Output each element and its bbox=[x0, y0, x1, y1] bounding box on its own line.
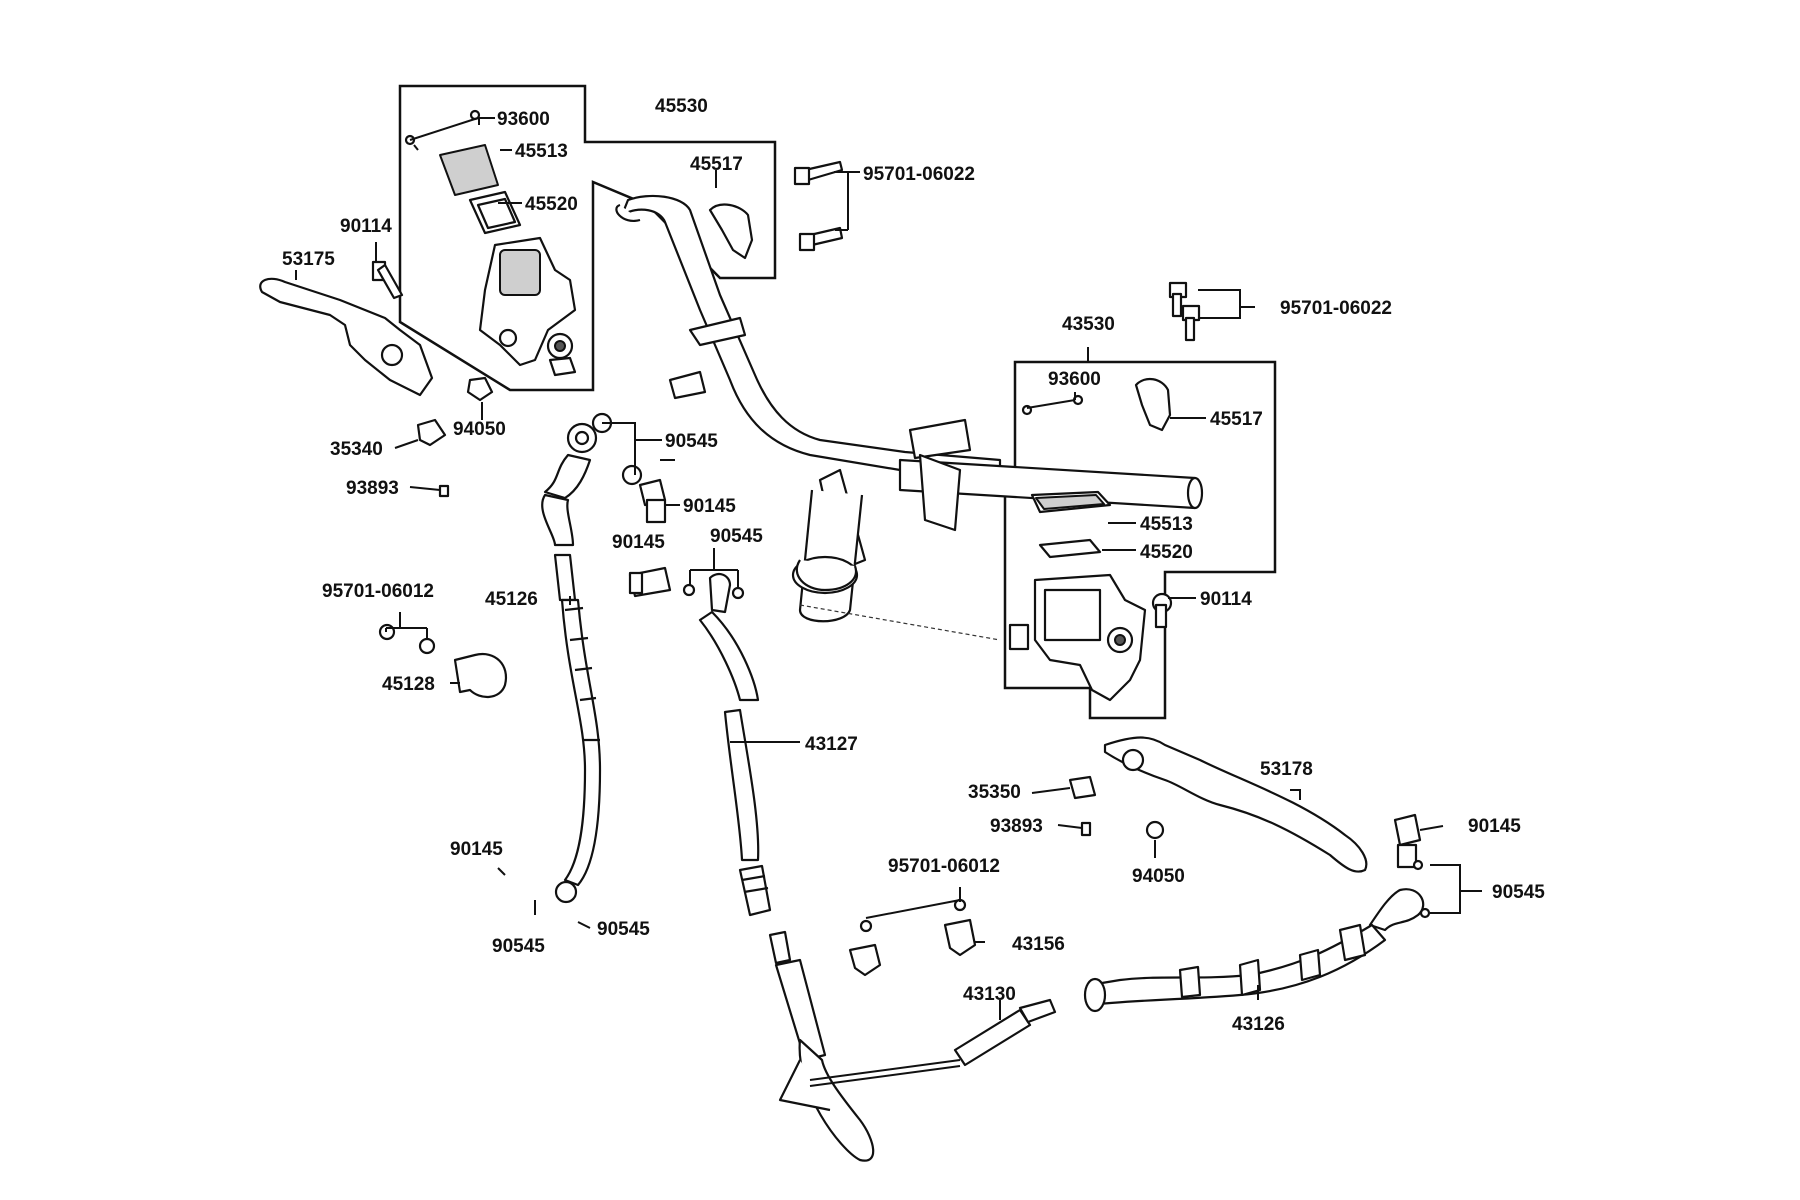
label-45530: 45530 bbox=[655, 96, 708, 117]
label-93600-right: 93600 bbox=[1048, 369, 1101, 390]
banjo-bolts-upper bbox=[591, 412, 745, 600]
label-90545-upper: 90545 bbox=[665, 431, 718, 452]
label-45517-right: 45517 bbox=[1210, 409, 1263, 430]
leader-lines bbox=[295, 117, 1482, 1020]
nut-94050-left bbox=[466, 376, 494, 402]
label-90545-lower-left: 90545 bbox=[492, 936, 545, 957]
label-90114-left: 90114 bbox=[340, 216, 392, 237]
label-94050-left: 94050 bbox=[453, 419, 506, 440]
brake-cable-43130 bbox=[768, 930, 1057, 1162]
clamp-45517-left bbox=[708, 203, 754, 260]
bolts-95701-06022-left bbox=[793, 160, 844, 252]
switch-35340 bbox=[416, 418, 447, 447]
handlebar bbox=[615, 194, 1204, 641]
label-90145-upper-right: 90145 bbox=[683, 496, 736, 517]
hose-43127 bbox=[698, 572, 772, 917]
pin-90114-right bbox=[1151, 592, 1173, 629]
label-43130: 43130 bbox=[963, 984, 1016, 1005]
hose-45126 bbox=[541, 422, 602, 904]
screw-93893-left bbox=[438, 484, 450, 498]
label-45520-right: 45520 bbox=[1140, 542, 1193, 563]
right-master-cylinder bbox=[1008, 377, 1172, 702]
switch-35350 bbox=[1068, 775, 1097, 800]
label-93893-left: 93893 bbox=[346, 478, 399, 499]
pin-90114-left bbox=[371, 260, 404, 300]
label-45126: 45126 bbox=[485, 589, 538, 610]
label-93893-right: 93893 bbox=[990, 816, 1043, 837]
screw-93893-right bbox=[1080, 821, 1092, 837]
label-90145-upper-left: 90145 bbox=[612, 532, 665, 553]
label-90145-lower: 90145 bbox=[450, 839, 503, 860]
label-90545-right: 90545 bbox=[1492, 882, 1545, 903]
label-95701-06022-right: 95701-06022 bbox=[1280, 298, 1392, 319]
label-43126: 43126 bbox=[1232, 1014, 1285, 1035]
brake-lever-53175 bbox=[259, 277, 434, 397]
label-94050-right: 94050 bbox=[1132, 866, 1185, 887]
brake-lever-53178 bbox=[1103, 736, 1368, 873]
label-43530: 43530 bbox=[1062, 314, 1115, 335]
hose-43126 bbox=[1083, 813, 1431, 1013]
label-53178: 53178 bbox=[1260, 759, 1313, 780]
label-95701-06012-right: 95701-06012 bbox=[888, 856, 1000, 877]
left-master-cylinder bbox=[404, 109, 577, 377]
label-95701-06022-left: 95701-06022 bbox=[863, 164, 975, 185]
label-90545-mid: 90545 bbox=[710, 526, 763, 547]
label-45517-left: 45517 bbox=[690, 154, 743, 175]
label-45513-right: 45513 bbox=[1140, 514, 1193, 535]
label-93600-left: 93600 bbox=[497, 109, 550, 130]
label-45128: 45128 bbox=[382, 674, 435, 695]
label-35340: 35340 bbox=[330, 439, 383, 460]
label-90114-right: 90114 bbox=[1200, 589, 1252, 610]
label-45520-left: 45520 bbox=[525, 194, 578, 215]
label-53175: 53175 bbox=[282, 249, 335, 270]
label-35350: 35350 bbox=[968, 782, 1021, 803]
label-43156: 43156 bbox=[1012, 934, 1065, 955]
label-43127: 43127 bbox=[805, 734, 858, 755]
part-labels: 45530 93600 45513 45520 45517 95701-0602… bbox=[282, 96, 1545, 1035]
label-90545-lower-right: 90545 bbox=[597, 919, 650, 940]
label-45513-left: 45513 bbox=[515, 141, 568, 162]
bolts-95701-06022-right bbox=[1168, 281, 1201, 342]
label-95701-06012-left: 95701-06012 bbox=[322, 581, 434, 602]
nut-94050-right bbox=[1145, 820, 1165, 840]
clamps-43156 bbox=[848, 898, 977, 977]
label-90145-right: 90145 bbox=[1468, 816, 1521, 837]
